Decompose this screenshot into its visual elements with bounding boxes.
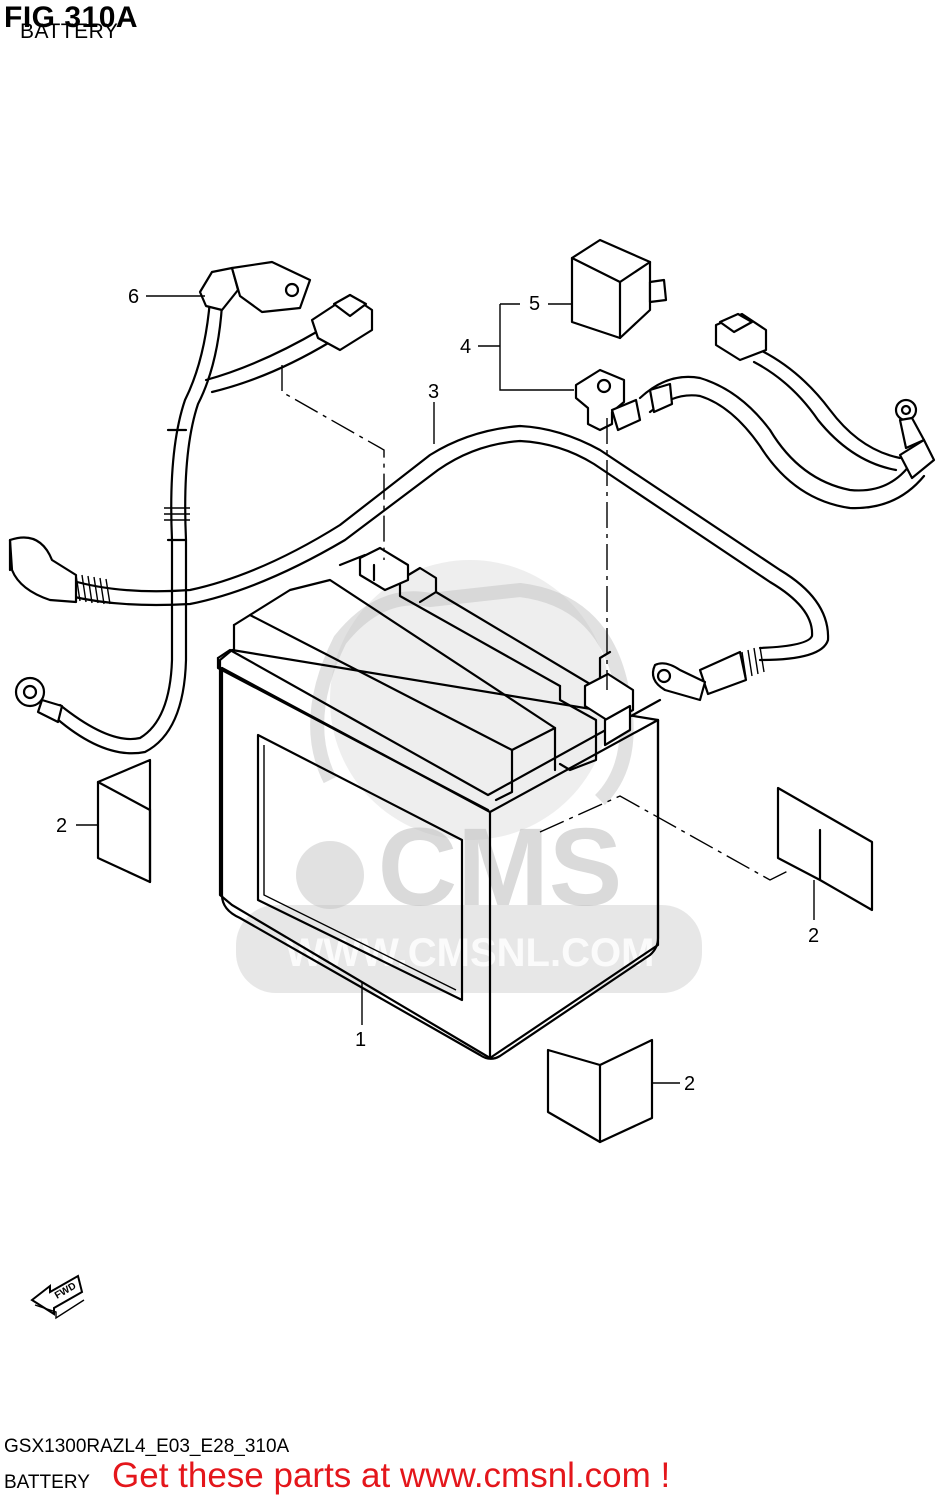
callout-label-3: 3 [428,381,439,403]
figure-title: FIG 310A [4,1,139,34]
terminal-cover-part-5 [570,238,668,340]
model-code: GSX1300RAZL4_E03_E28_310A [4,1436,290,1457]
watermark: WWW.CMSNL.COM CMS [236,560,702,993]
buy-parts-link[interactable]: Get these parts at www.cmsnl.com ! [112,1456,671,1495]
watermark-url: WWW.CMSNL.COM [286,931,655,975]
callout-label-5: 5 [529,293,540,315]
callout-label-4: 4 [460,336,471,358]
forward-direction-badge: FWD [30,1274,85,1320]
battery-part-1 [216,546,662,1060]
pad-part-2-bottom [546,1038,654,1144]
pad-part-2-right [776,786,874,912]
figure-subtitle: BATTERY [20,20,119,43]
callout-label-1: 1 [355,1029,366,1051]
callout-label-2-right: 2 [808,925,819,947]
positive-lead-part-4 [574,312,936,510]
installation-guides [281,365,791,881]
model-name: BATTERY [4,1472,90,1493]
callout-labels: 6 5 4 3 2 2 1 2 [56,286,819,1095]
pad-part-2-left [96,758,152,884]
callout-leaders [76,295,815,1084]
callout-label-2-bottom: 2 [684,1073,695,1095]
harness-part-6 [14,260,374,755]
callout-label-2-left: 2 [56,815,67,837]
watermark-logo: CMS [378,806,622,929]
callout-label-6: 6 [128,286,139,308]
